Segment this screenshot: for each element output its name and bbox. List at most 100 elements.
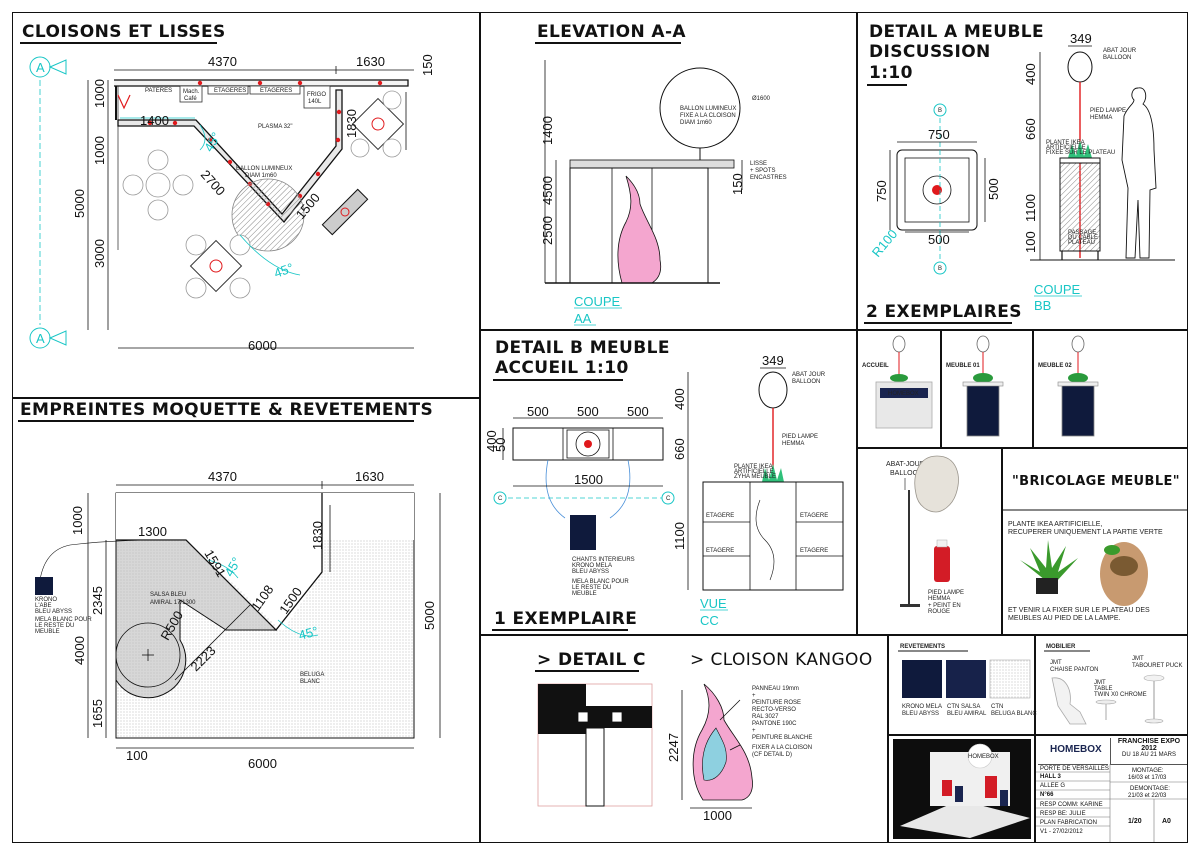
detail-a-dim-750b: 750 <box>874 180 889 202</box>
cloisons-accueil-desk <box>321 188 369 236</box>
titleblock-resp-comm: RESP COMM: KARINE <box>1040 802 1103 808</box>
elevation-ballon-label-3: DIAM 1m60 <box>680 120 712 126</box>
detail-a-marker-b-bottom-label: B <box>938 266 942 272</box>
mobilier-table-3: TWIN X0 CHROME <box>1094 692 1147 698</box>
detail-a-dim-349: 349 <box>1070 31 1092 46</box>
detail-a-title-1: DETAIL A MEUBLE <box>869 22 1045 42</box>
cloisons-label-cafe: Café <box>184 96 197 102</box>
panel-titleblock <box>1035 735 1188 843</box>
cloisons-frigo <box>303 85 331 109</box>
detail-b-dim-400: 400 <box>484 430 499 452</box>
detail-a-plante-3: FIXEE SUR LE PLATEAU <box>1046 150 1115 156</box>
empreintes-dim-1830: 1830 <box>310 521 325 550</box>
cloisons-label-frigo-l: 140L <box>308 99 322 105</box>
cloisons-angle-arc-2 <box>239 234 301 276</box>
spot <box>336 109 342 115</box>
detail-c-title: > DETAIL C <box>537 650 646 670</box>
detail-c-title-underline <box>535 670 639 672</box>
chair <box>172 174 194 196</box>
hand-plant <box>1110 556 1138 576</box>
detail-b-count: 1 EXEMPLAIRE <box>494 609 638 629</box>
detail-b-count-underline <box>492 629 628 631</box>
spot <box>257 80 263 86</box>
detail-a-person <box>1121 87 1157 259</box>
cloisons-marker-a-bottom-arrow <box>48 330 67 346</box>
empreintes-label-salsa-2: AMIRAL 17/1300 <box>150 600 196 606</box>
cloisons-mach-cafe <box>179 85 203 103</box>
render-red-1 <box>942 780 952 796</box>
empreintes-title: EMPREINTES MOQUETTE & REVETEMENTS <box>20 400 434 420</box>
abat-title-1: ABAT-JOUR <box>886 461 925 468</box>
detail-b-chants-2: KRONO MELA <box>572 563 612 569</box>
titleblock: HOMEBOX FRANCHISE EXPO 2012 DU 18 AU 21 … <box>1036 736 1187 842</box>
titleblock-logo: HOMEBOX <box>1050 744 1102 755</box>
empreintes-dim-1300: 1300 <box>138 524 167 539</box>
detail-a-dim-1100: 1100 <box>1023 194 1038 222</box>
detail-a-plante-1: PLANTE IKEA <box>1046 140 1085 146</box>
detail-b-cable-right <box>609 459 631 519</box>
cloisons-angle-arc-1 <box>199 124 206 151</box>
detail-c-panel <box>585 727 605 807</box>
spot <box>227 159 233 165</box>
detail-c-leader-1 <box>719 699 741 721</box>
mobilier-table-2: TABLE <box>1094 686 1113 692</box>
spot <box>207 137 213 143</box>
abat-lamp-base <box>900 604 920 607</box>
abat-pied-2: HEMMA <box>928 596 950 602</box>
detail-a-dim-660: 660 <box>1023 118 1038 140</box>
empreintes-swatch-5: LE RESTE DU <box>35 623 74 629</box>
spot <box>172 120 178 126</box>
detail-a-plante-2: ARTIFICIELLE <box>1046 145 1086 151</box>
detail-c-label-1: PANNEAU 19mm <box>752 686 799 692</box>
empreintes-beluga-white <box>116 493 414 632</box>
mobilier-chaise-2: CHAISE PANTON <box>1050 667 1098 673</box>
chair <box>147 149 169 171</box>
elevation-kangoo <box>617 175 662 284</box>
detail-c-label-5: RAL 3027 <box>752 714 779 720</box>
plant-pot <box>1036 578 1058 594</box>
photo-accueil-plant <box>890 374 908 382</box>
detail-b-cabinet <box>702 481 844 591</box>
empreintes-label-salsa-1: SALSA BLEU <box>150 592 186 598</box>
detail-c-label-9: FIXER A LA CLOISON <box>752 745 812 751</box>
detail-b-mela-1: MELA BLANC POUR <box>572 579 629 585</box>
render-logo: HOMEBOX <box>968 754 999 760</box>
empreintes-label-beluga-2: BLANC <box>300 679 321 685</box>
detail-b-pied-2: HEMMA <box>782 441 804 447</box>
detail-a-marker-b-bottom <box>933 261 947 275</box>
revetements-swatch-1 <box>902 660 942 698</box>
empreintes-r500-arc <box>115 622 181 688</box>
detail-b-plan-lamp-outer <box>575 431 601 457</box>
cloisons-dim-150: 150 <box>420 54 435 76</box>
detail-a-coupe-id: BB <box>1034 298 1051 313</box>
detail-a-plant <box>1068 140 1092 158</box>
detail-b-dim-500c: 500 <box>627 404 649 419</box>
cloisons-dim-4370: 4370 <box>208 54 237 69</box>
empreintes-swatch-6: MEUBLE <box>35 629 60 635</box>
spot <box>297 80 303 86</box>
abat-pied-1: PIED LAMPE <box>928 590 964 596</box>
titleblock-format: A0 <box>1162 818 1171 825</box>
cloisons-etageres-2 <box>249 85 301 95</box>
detail-b-dim-660: 660 <box>672 438 687 460</box>
spot <box>147 120 153 126</box>
detail-a-passage-2: DU CABLE <box>1068 235 1098 241</box>
meuble-box <box>351 97 405 151</box>
photo-meuble02-box <box>1061 383 1095 437</box>
detail-b-etagere-2: ETAGERE <box>706 548 734 554</box>
cloisons-dim-1830: 1830 <box>344 109 359 138</box>
chair <box>382 138 402 158</box>
kangoo-title: > CLOISON KANGOO <box>690 650 873 670</box>
elevation-dim-4500: 4500 <box>540 176 555 205</box>
detail-b-vue-id: CC <box>700 613 719 628</box>
empreintes-dim-1630: 1630 <box>355 469 384 484</box>
cloisons-meuble-1 <box>351 97 405 151</box>
cloisons-label-frigo: FRIGO <box>307 92 326 98</box>
mobilier-tabouret-base <box>1144 718 1164 724</box>
titleblock-scale: 1/20 <box>1128 818 1142 825</box>
cloisons-dim-1630: 1630 <box>356 54 385 69</box>
